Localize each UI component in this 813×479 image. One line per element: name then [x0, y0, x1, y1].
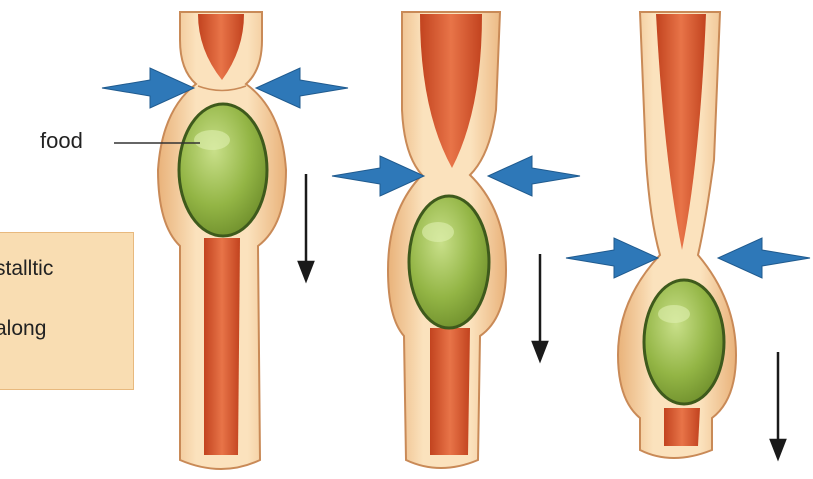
side-note-line-1: stalltic: [0, 257, 53, 281]
squeeze-arrow-icon: [256, 68, 348, 108]
downward-arrow-icon: [299, 174, 313, 280]
food-bolus: [179, 104, 267, 236]
food-highlight: [194, 130, 230, 150]
tube-stage-3: [618, 12, 736, 458]
side-note-line-2: along: [0, 317, 46, 341]
tube-stage-2: [388, 12, 506, 468]
lumen-lower: [664, 408, 700, 446]
side-note-box: stalltic along: [0, 232, 134, 390]
lumen-lower: [204, 238, 240, 455]
squeeze-arrow-icon: [488, 156, 580, 196]
squeeze-arrow-icon: [718, 238, 810, 278]
food-bolus: [409, 196, 489, 328]
downward-arrow-icon: [771, 352, 785, 458]
food-highlight: [422, 222, 454, 242]
squeeze-arrow-icon: [566, 238, 658, 278]
downward-arrow-icon: [533, 254, 547, 360]
food-bolus: [644, 280, 724, 404]
food-highlight: [658, 305, 690, 323]
lumen-lower: [430, 328, 470, 455]
food-label: food: [40, 128, 83, 154]
